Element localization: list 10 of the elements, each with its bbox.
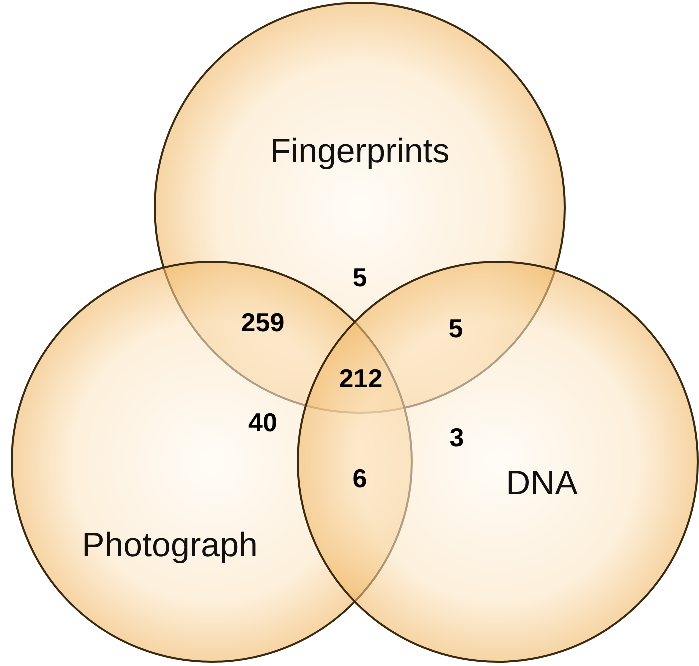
count-label: 3 bbox=[450, 422, 464, 454]
count-label: 5 bbox=[448, 314, 464, 344]
set-label: DNA bbox=[506, 464, 578, 504]
count-label: 5 bbox=[352, 262, 368, 294]
count-label: 6 bbox=[352, 464, 368, 494]
count-label: 212 bbox=[339, 364, 383, 394]
set-label: Fingerprints bbox=[270, 132, 450, 172]
count-label: 40 bbox=[248, 408, 278, 438]
count-label: 259 bbox=[241, 308, 285, 338]
set-label: Photograph bbox=[82, 526, 258, 566]
